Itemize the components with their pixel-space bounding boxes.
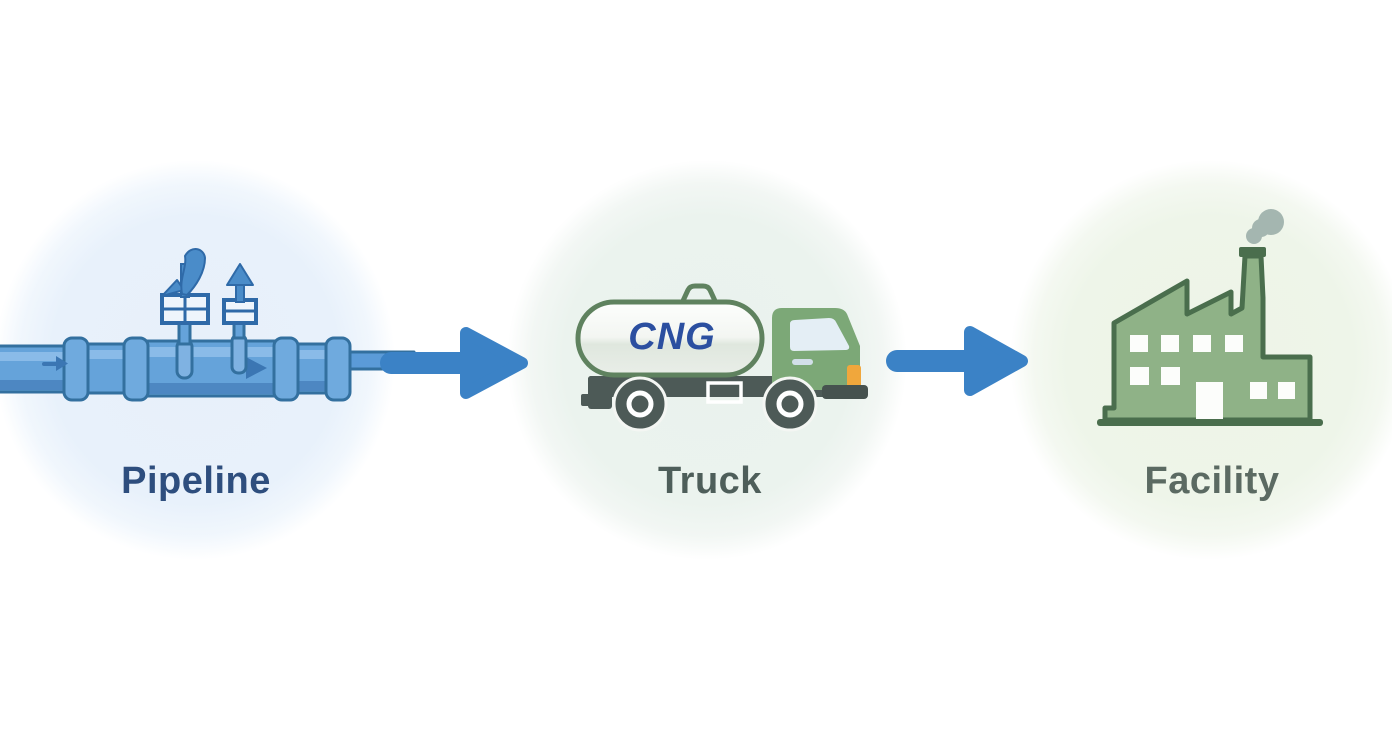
truck-headlight: [847, 365, 861, 389]
factory-ground: [1097, 419, 1323, 426]
flow-arrow-1: [380, 327, 528, 399]
chimney-smoke-icon: [1246, 209, 1284, 244]
pipe-valve-small-icon: [222, 263, 258, 375]
stage-label-pipeline: Pipeline: [121, 460, 271, 502]
cng-tanker-truck-icon: CNG: [575, 283, 868, 432]
cab-door-handle: [792, 359, 813, 365]
chimney-cap: [1239, 247, 1266, 257]
tank-label: CNG: [628, 316, 715, 358]
pipe-flow-arrow-icon: [42, 356, 267, 379]
tank-handle: [679, 283, 719, 306]
pipe-valve-large-icon: [160, 248, 210, 380]
factory-icon: [1097, 209, 1323, 426]
truck-windshield: [790, 318, 850, 351]
truck-wheels: [612, 376, 818, 432]
pipeline-icon: [0, 248, 416, 402]
factory-windows: [1130, 335, 1295, 399]
chassis-box: [706, 381, 743, 404]
cng-tank: [575, 299, 765, 378]
factory-door: [1196, 382, 1223, 419]
truck-bumper: [822, 385, 868, 399]
flow-arrow-2: [886, 326, 1028, 396]
stage-label-facility: Facility: [1144, 460, 1280, 502]
stage-label-truck: Truck: [658, 460, 762, 502]
